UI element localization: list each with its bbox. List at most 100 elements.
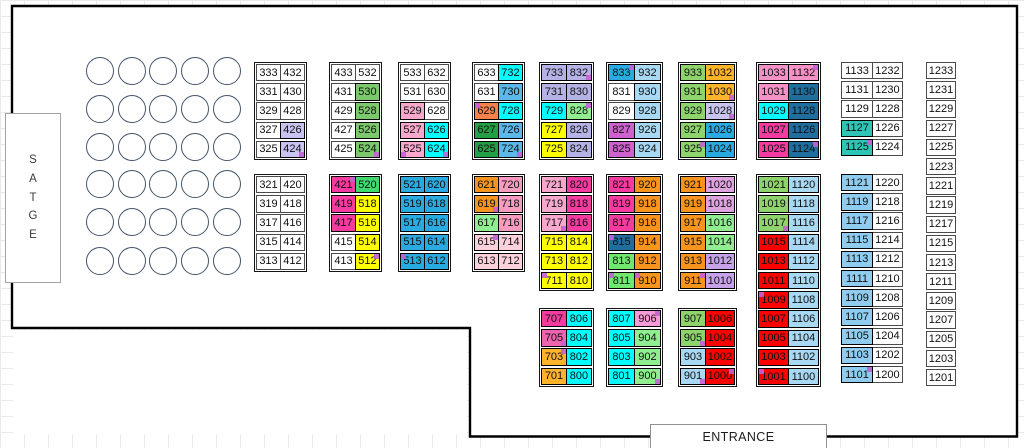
seat-cell-815[interactable]: 815 [608, 233, 635, 251]
seat-cell-1000[interactable]: 1000 [704, 367, 735, 385]
seat-cell-627[interactable]: 627 [474, 121, 499, 139]
seat-cell-800[interactable]: 800 [565, 367, 592, 385]
seat-cell-912[interactable]: 912 [633, 252, 661, 271]
seat-cell-416[interactable]: 416 [279, 214, 305, 232]
seat-cell-1107[interactable]: 1107 [841, 308, 873, 326]
table-circle[interactable] [149, 132, 178, 161]
seat-cell-1017[interactable]: 1017 [758, 214, 789, 232]
seat-cell-827[interactable]: 827 [608, 121, 635, 139]
seat-cell-520[interactable]: 520 [354, 176, 380, 194]
seat-cell-1227[interactable]: 1227 [926, 119, 956, 137]
seat-cell-532[interactable]: 532 [354, 64, 380, 82]
seat-cell-910[interactable]: 910 [633, 271, 661, 290]
seat-cell-631[interactable]: 631 [474, 83, 499, 101]
seat-cell-927[interactable]: 927 [680, 121, 706, 139]
seat-cell-724[interactable]: 724 [497, 140, 523, 159]
seat-cell-630[interactable]: 630 [423, 83, 449, 101]
seat-cell-528[interactable]: 528 [354, 102, 380, 120]
seat-cell-730[interactable]: 730 [497, 83, 523, 101]
seat-cell-1205[interactable]: 1205 [926, 330, 956, 349]
seat-cell-701[interactable]: 701 [541, 367, 567, 385]
seat-cell-1133[interactable]: 1133 [841, 62, 873, 80]
seat-cell-1030[interactable]: 1030 [704, 83, 735, 101]
seat-cell-1116[interactable]: 1116 [787, 214, 819, 232]
seat-cell-803[interactable]: 803 [608, 348, 635, 366]
seat-cell-424[interactable]: 424 [279, 140, 305, 159]
seat-cell-417[interactable]: 417 [331, 214, 356, 232]
seat-cell-733[interactable]: 733 [541, 64, 567, 82]
table-circle[interactable] [181, 57, 210, 85]
seat-cell-632[interactable]: 632 [423, 64, 449, 82]
seat-cell-1128[interactable]: 1128 [787, 102, 819, 120]
seat-cell-717[interactable]: 717 [541, 214, 567, 232]
seat-cell-629[interactable]: 629 [474, 102, 499, 120]
table-circle[interactable] [117, 208, 146, 237]
seat-cell-1220[interactable]: 1220 [871, 174, 903, 192]
seat-cell-732[interactable]: 732 [497, 64, 523, 82]
seat-cell-726[interactable]: 726 [497, 121, 523, 139]
seat-cell-1118[interactable]: 1118 [787, 195, 819, 213]
seat-cell-1007[interactable]: 1007 [758, 310, 789, 328]
seat-cell-1010[interactable]: 1010 [704, 271, 735, 290]
seat-cell-1127[interactable]: 1127 [841, 119, 873, 137]
seat-cell-913[interactable]: 913 [680, 252, 706, 271]
seat-cell-513[interactable]: 513 [400, 252, 425, 271]
seat-cell-916[interactable]: 916 [633, 214, 661, 232]
seat-cell-1014[interactable]: 1014 [704, 233, 735, 251]
seat-cell-811[interactable]: 811 [608, 271, 635, 290]
seat-cell-814[interactable]: 814 [565, 233, 592, 251]
seat-cell-728[interactable]: 728 [497, 102, 523, 120]
seat-cell-1019[interactable]: 1019 [758, 195, 789, 213]
seat-cell-426[interactable]: 426 [279, 121, 305, 139]
seat-cell-904[interactable]: 904 [633, 329, 661, 347]
table-circle[interactable] [86, 94, 114, 123]
seat-cell-817[interactable]: 817 [608, 214, 635, 232]
seat-cell-1108[interactable]: 1108 [787, 291, 819, 309]
seat-cell-932[interactable]: 932 [633, 64, 661, 82]
seat-cell-1003[interactable]: 1003 [758, 348, 789, 367]
seat-cell-1124[interactable]: 1124 [787, 140, 819, 159]
seat-cell-428[interactable]: 428 [279, 102, 305, 120]
seat-cell-920[interactable]: 920 [633, 176, 661, 194]
seat-cell-1013[interactable]: 1013 [758, 252, 789, 271]
seat-cell-905[interactable]: 905 [680, 329, 706, 347]
seat-cell-1208[interactable]: 1208 [871, 289, 903, 307]
table-circle[interactable] [181, 132, 210, 161]
table-circle[interactable] [212, 246, 241, 275]
seat-cell-1102[interactable]: 1102 [787, 348, 819, 367]
seat-cell-714[interactable]: 714 [497, 233, 523, 251]
seat-cell-1218[interactable]: 1218 [871, 193, 903, 211]
table-circle[interactable] [86, 57, 114, 85]
seat-cell-1119[interactable]: 1119 [841, 193, 873, 211]
seat-cell-826[interactable]: 826 [565, 121, 592, 139]
seat-cell-812[interactable]: 812 [565, 252, 592, 271]
seat-cell-804[interactable]: 804 [565, 329, 592, 347]
seat-cell-707[interactable]: 707 [541, 310, 567, 328]
seat-cell-1213[interactable]: 1213 [926, 253, 956, 272]
seat-cell-1219[interactable]: 1219 [926, 196, 956, 214]
seat-cell-715[interactable]: 715 [541, 233, 567, 251]
seat-cell-1106[interactable]: 1106 [787, 310, 819, 328]
seat-cell-515[interactable]: 515 [400, 233, 425, 251]
seat-cell-727[interactable]: 727 [541, 121, 567, 139]
seat-cell-829[interactable]: 829 [608, 102, 635, 120]
seat-cell-919[interactable]: 919 [680, 195, 706, 213]
seat-cell-1029[interactable]: 1029 [758, 102, 789, 120]
seat-cell-1221[interactable]: 1221 [926, 177, 956, 195]
seat-cell-705[interactable]: 705 [541, 329, 567, 347]
seat-cell-1110[interactable]: 1110 [787, 271, 819, 290]
seat-cell-712[interactable]: 712 [497, 252, 523, 271]
table-circle[interactable] [181, 94, 210, 123]
seat-cell-1026[interactable]: 1026 [704, 121, 735, 139]
seat-cell-907[interactable]: 907 [680, 310, 706, 328]
seat-cell-930[interactable]: 930 [633, 83, 661, 101]
table-circle[interactable] [86, 208, 114, 237]
seat-cell-716[interactable]: 716 [497, 214, 523, 232]
seat-cell-427[interactable]: 427 [331, 121, 356, 139]
seat-cell-1021[interactable]: 1021 [758, 176, 789, 194]
seat-cell-418[interactable]: 418 [279, 195, 305, 213]
seat-cell-1229[interactable]: 1229 [926, 100, 956, 118]
seat-cell-413[interactable]: 413 [331, 252, 356, 271]
seat-cell-1210[interactable]: 1210 [871, 269, 903, 288]
seat-cell-731[interactable]: 731 [541, 83, 567, 101]
